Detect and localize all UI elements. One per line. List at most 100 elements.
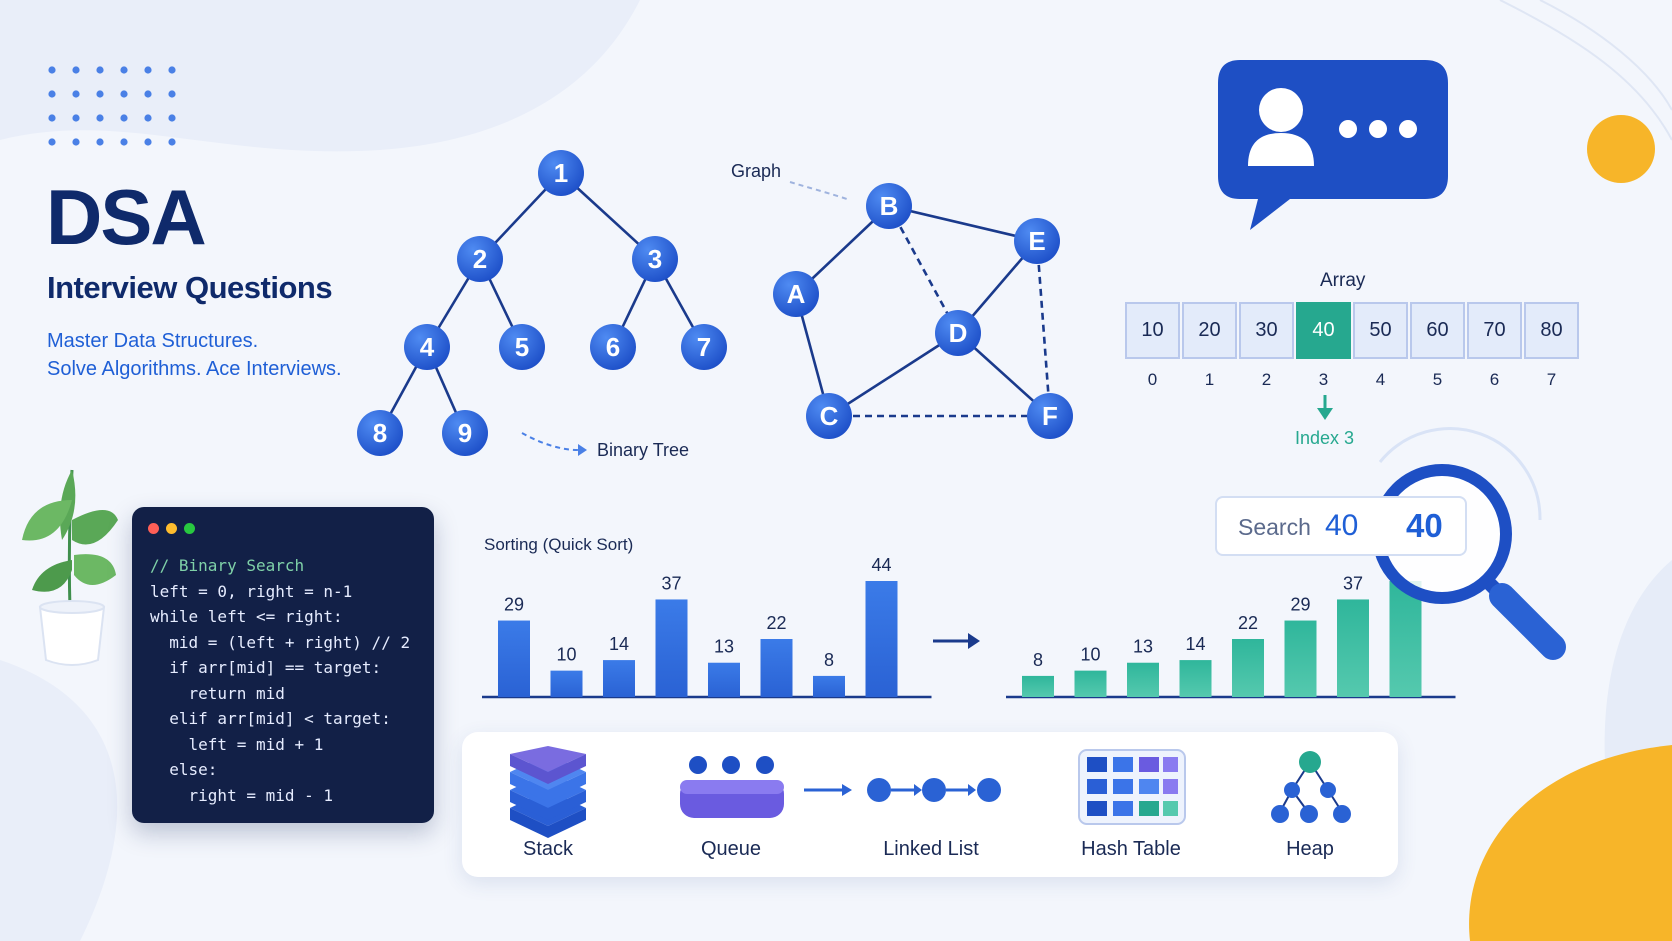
tree-node-label: 1 — [554, 158, 568, 188]
array-index-4: 4 — [1375, 370, 1386, 389]
tree-node-5: 5 — [499, 324, 545, 370]
code-line: mid = (left + right) // 2 — [150, 632, 411, 652]
bar-label: 29 — [504, 595, 524, 615]
array-cell-5: 60 — [1410, 302, 1465, 359]
bar-label: 13 — [1133, 637, 1153, 657]
graph-node-C: C — [806, 393, 852, 439]
bar-label: 37 — [1343, 573, 1363, 593]
search-box[interactable] — [1215, 496, 1467, 556]
tree-node-2: 2 — [457, 236, 503, 282]
graph-label-leader — [789, 181, 851, 201]
grid-dot — [144, 90, 152, 98]
grid-dot — [72, 90, 80, 98]
bar-label: 37 — [661, 573, 681, 593]
hash-table-icon — [1078, 749, 1186, 825]
array-cell-1: 20 — [1182, 302, 1237, 359]
window-minimize-dot — [166, 523, 177, 534]
graph-label: Graph — [731, 161, 782, 181]
bg-blob-top — [0, 0, 640, 152]
bar-label: 10 — [1080, 645, 1100, 665]
tree-node-label: 9 — [458, 418, 472, 448]
tree-node-6: 6 — [590, 324, 636, 370]
graph-edge-BE — [888, 204, 1038, 243]
bg-arc-1 — [1499, 0, 1672, 141]
tree-node-3: 3 — [632, 236, 678, 282]
binary-tree: 1 2 3 4 5 6 7 8 9 — [357, 150, 727, 456]
tagline-line-1: Master Data Structures. — [47, 330, 259, 352]
grid-dot — [144, 138, 152, 146]
search-label: Search — [1238, 514, 1311, 540]
bar — [1284, 620, 1317, 697]
stack-icon — [510, 746, 586, 838]
code-line: // Binary Search — [150, 556, 305, 575]
yellow-circle-large — [1469, 745, 1672, 941]
code-line: else: — [150, 760, 218, 779]
binary-tree-label: Binary Tree — [597, 440, 690, 460]
tree-node-8: 8 — [357, 410, 403, 456]
chat-bubble-icon — [1218, 60, 1448, 230]
array-index-5: 5 — [1432, 370, 1443, 389]
grid-dot — [48, 138, 56, 146]
sorting-label: Sorting (Quick Sort) — [484, 535, 634, 554]
graph-node-label: C — [820, 401, 839, 431]
graph-node-label: A — [787, 279, 806, 309]
grid-dot — [144, 66, 152, 74]
bar — [865, 581, 898, 697]
linked-list-label: Linked List — [883, 838, 979, 860]
grid-dot — [48, 114, 56, 122]
tree-node-4: 4 — [404, 324, 450, 370]
data-structures-panel — [462, 732, 1398, 877]
grid-dot — [48, 66, 56, 74]
bar-label: 14 — [609, 634, 629, 654]
lens-value: 40 — [1406, 507, 1443, 544]
tree-node-1: 1 — [538, 150, 584, 196]
graph-node-label: D — [949, 318, 968, 348]
grid-dot — [72, 138, 80, 146]
tree-node-label: 8 — [373, 418, 387, 448]
bar — [1389, 581, 1422, 697]
array-cell-0: 10 — [1125, 302, 1180, 359]
bar — [1232, 639, 1264, 697]
grid-dot — [96, 114, 104, 122]
bar — [655, 599, 688, 697]
array-cell-4: 50 — [1353, 302, 1408, 359]
graph-node-label: F — [1042, 401, 1058, 431]
code-line: return mid — [150, 683, 285, 703]
bar — [1074, 670, 1107, 697]
array-index-0: 0 — [1147, 370, 1158, 389]
tree-node-7: 7 — [681, 324, 727, 370]
bar-label: 13 — [714, 637, 734, 657]
tagline-line-2: Solve Algorithms. Ace Interviews. — [47, 358, 342, 380]
linked-list-icon — [804, 778, 1001, 802]
array-index-1: 1 — [1204, 370, 1215, 389]
tree-node-9: 9 — [442, 410, 488, 456]
code-line: if arr[mid] == target: — [150, 658, 382, 677]
window-close-dot — [148, 523, 159, 534]
tree-node-label: 7 — [697, 332, 711, 362]
queue-label: Queue — [700, 838, 762, 860]
graph-edge-EF — [1035, 240, 1052, 417]
bar — [1337, 599, 1369, 697]
stack-label: Stack — [522, 838, 574, 860]
graph-node-A: A — [773, 271, 819, 317]
tree-node-label: 6 — [606, 332, 620, 362]
array-cell-6: 70 — [1467, 302, 1522, 359]
graph-edge-BD — [887, 205, 960, 334]
graph-node-D: D — [935, 310, 981, 356]
bar — [550, 670, 583, 697]
graph-edge-DC — [828, 331, 959, 418]
bg-blob-left — [0, 660, 118, 941]
bar-label: 29 — [1290, 595, 1310, 615]
grid-dot — [168, 90, 176, 98]
page-subtitle: Interview Questions — [47, 270, 333, 305]
index-label: Index 3 — [1295, 428, 1355, 448]
grid-dot — [48, 90, 56, 98]
array-index-2: 2 — [1261, 370, 1272, 389]
bar — [760, 639, 793, 697]
bar-label: 14 — [1185, 634, 1205, 654]
code-line: left = 0, right = n-1 — [150, 581, 353, 601]
